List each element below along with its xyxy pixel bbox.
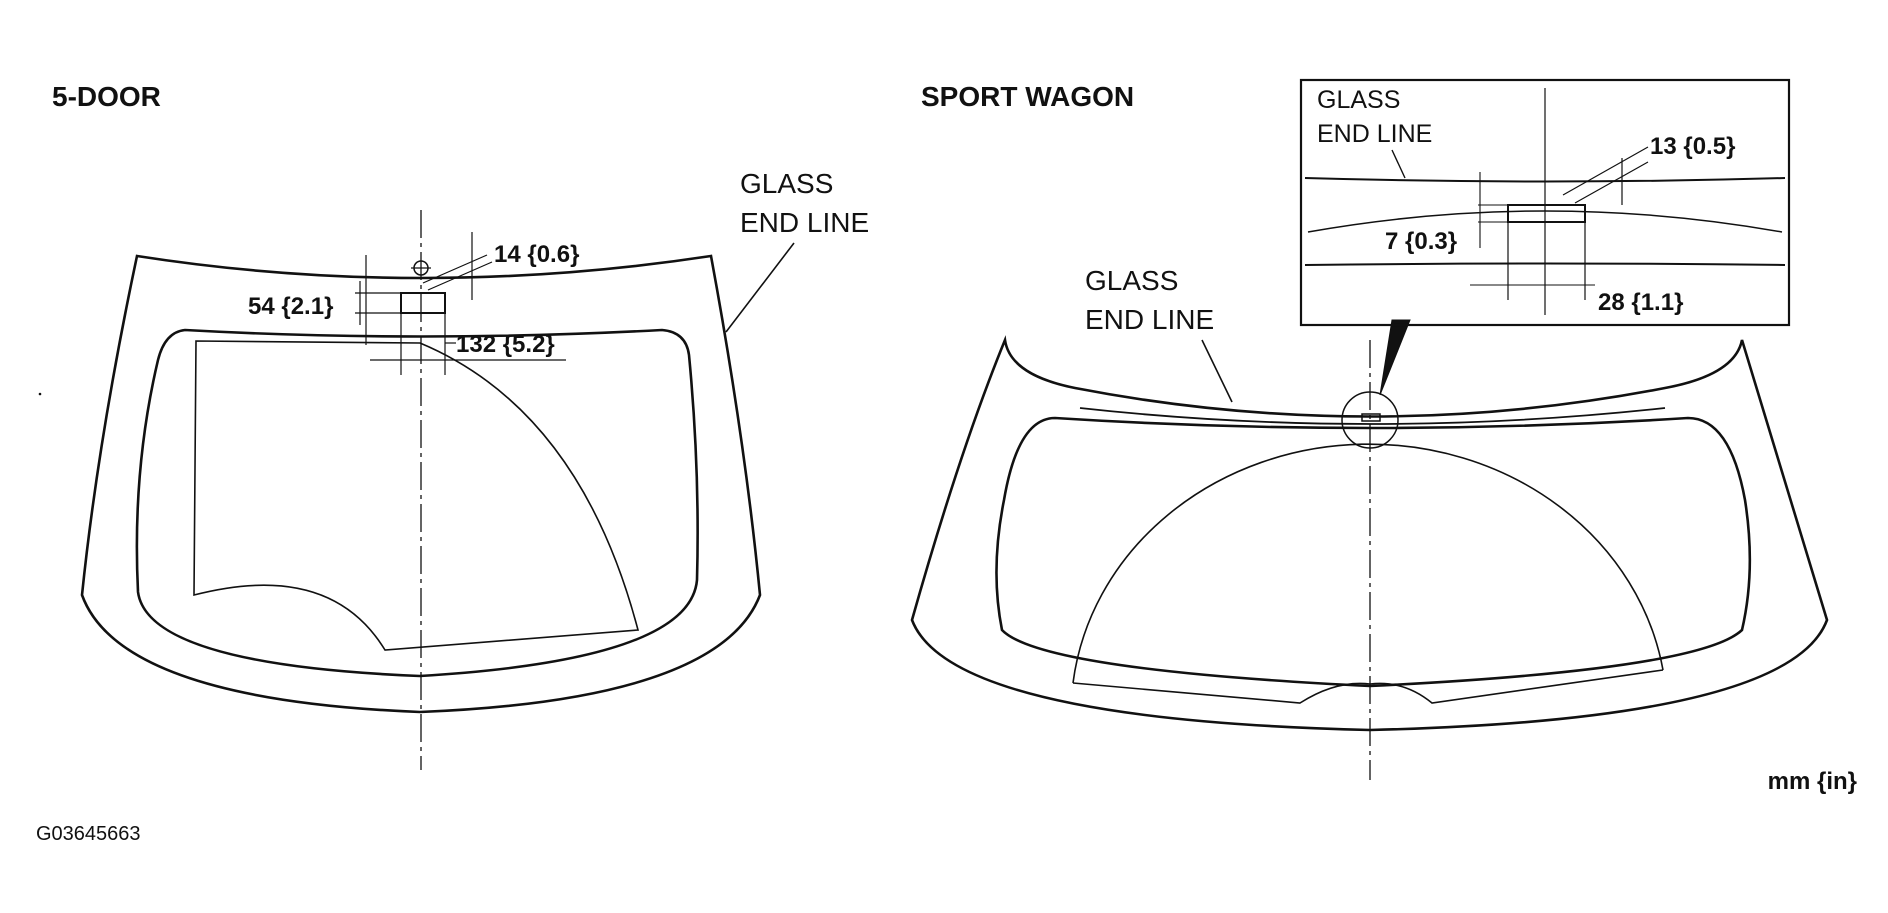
five-door-glass-label-line1: GLASS bbox=[740, 168, 833, 199]
detail-circle bbox=[1341, 391, 1399, 449]
detail-inset: GLASS END LINE 13 {0.5} 7 {0.3 bbox=[1299, 78, 1791, 327]
stray-dot bbox=[38, 392, 42, 396]
five-door-wiper-area bbox=[193, 340, 640, 651]
leader-line bbox=[1562, 146, 1649, 196]
inset-marker bbox=[1507, 204, 1586, 223]
sport-wagon-wiper-arc bbox=[1072, 443, 1664, 684]
sport-wagon-glass-label-line2: END LINE bbox=[1085, 304, 1214, 335]
callout-pointer bbox=[1379, 319, 1411, 396]
inset-dim-width: 28 {1.1} bbox=[1598, 289, 1683, 316]
five-door-glass-leader bbox=[725, 242, 795, 333]
sport-wagon-title: SPORT WAGON bbox=[921, 81, 1134, 112]
inset-glass-label-line2: END LINE bbox=[1317, 120, 1432, 148]
sport-wagon-view: SPORT WAGON GLASS END LINE GLASS END LIN… bbox=[910, 78, 1829, 780]
sport-wagon-glass-label-line1: GLASS bbox=[1085, 265, 1178, 296]
sport-wagon-marker bbox=[1361, 413, 1381, 422]
five-door-dim-top: 14 {0.6} bbox=[494, 241, 579, 268]
inset-dim-height: 7 {0.3} bbox=[1385, 228, 1457, 255]
sport-wagon-outer-glass bbox=[910, 335, 1829, 732]
sport-wagon-glass-leader bbox=[1201, 339, 1233, 403]
units-label: mm {in} bbox=[1768, 768, 1857, 795]
figure-code: G03645663 bbox=[36, 823, 141, 845]
leader-line bbox=[422, 254, 488, 284]
leader-line bbox=[427, 261, 493, 291]
sport-wagon-inner-border bbox=[995, 416, 1752, 688]
five-door-dim-height: 54 {2.1} bbox=[248, 293, 333, 320]
five-door-inner-border bbox=[135, 328, 699, 678]
leader-line bbox=[1574, 161, 1649, 204]
inset-dim-top: 13 {0.5} bbox=[1650, 133, 1735, 160]
five-door-dim-width: 132 {5.2} bbox=[456, 331, 555, 358]
five-door-glass-label-line2: END LINE bbox=[740, 207, 869, 238]
sport-wagon-glass-end-line bbox=[1079, 407, 1666, 425]
five-door-outer-glass bbox=[80, 254, 762, 714]
five-door-view: 5-DOOR 14 {0.6} 54 {2.1} 132 {5.2} bbox=[52, 81, 869, 770]
five-door-marker bbox=[400, 292, 446, 314]
inset-glass-leader bbox=[1391, 149, 1406, 179]
five-door-title: 5-DOOR bbox=[52, 81, 161, 112]
inset-frame bbox=[1299, 78, 1791, 327]
inset-glass-label-line1: GLASS bbox=[1317, 86, 1400, 114]
